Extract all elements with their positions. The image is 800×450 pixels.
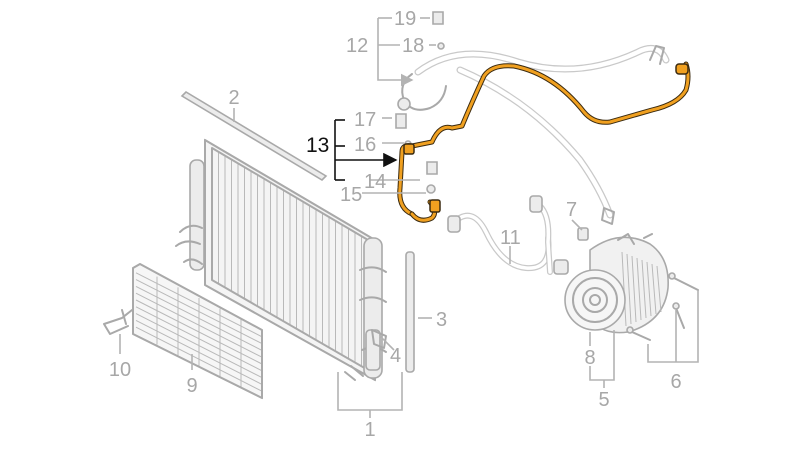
callout-10: 10 <box>109 359 131 381</box>
highlighted-pressure-pipe <box>397 61 691 223</box>
part-14-valve <box>426 161 438 175</box>
callout-labels: 1 2 3 4 5 6 7 8 9 10 11 12 13 14 15 16 1… <box>109 8 682 441</box>
callout-6: 6 <box>670 371 681 393</box>
callout-11: 11 <box>500 227 521 249</box>
callout-8: 8 <box>584 347 595 369</box>
callout-18: 18 <box>402 35 424 57</box>
air-guide-grille <box>132 263 263 400</box>
callout-9: 9 <box>186 375 197 397</box>
mounting-bracket <box>371 329 387 349</box>
clip <box>103 309 133 335</box>
callout-3: 3 <box>436 309 447 331</box>
part-18-oring <box>437 42 445 50</box>
callout-13: 13 <box>306 134 329 157</box>
part-17-valve <box>395 113 407 129</box>
seal-strip-upper <box>180 90 328 182</box>
small-parts <box>395 11 589 241</box>
callout-19: 19 <box>394 8 416 30</box>
callout-14: 14 <box>364 171 386 193</box>
callout-5: 5 <box>598 389 609 411</box>
part-15-oring <box>426 184 436 194</box>
callout-17: 17 <box>354 109 376 131</box>
callout-16: 16 <box>354 134 376 156</box>
mounting-bolts <box>626 272 699 341</box>
suction-hose <box>447 195 569 275</box>
ac-compressor <box>564 233 669 334</box>
part-19-cap <box>432 11 444 25</box>
callout-1: 1 <box>364 419 375 441</box>
callout-4: 4 <box>390 345 401 367</box>
part-7-cap <box>577 227 589 241</box>
leader-lines <box>119 17 699 418</box>
callout-12: 12 <box>346 35 368 57</box>
callout-2: 2 <box>228 87 239 109</box>
condenser <box>175 138 387 382</box>
seal-strip-side <box>405 251 415 373</box>
callout-7: 7 <box>566 199 577 221</box>
callout-15: 15 <box>340 184 362 206</box>
